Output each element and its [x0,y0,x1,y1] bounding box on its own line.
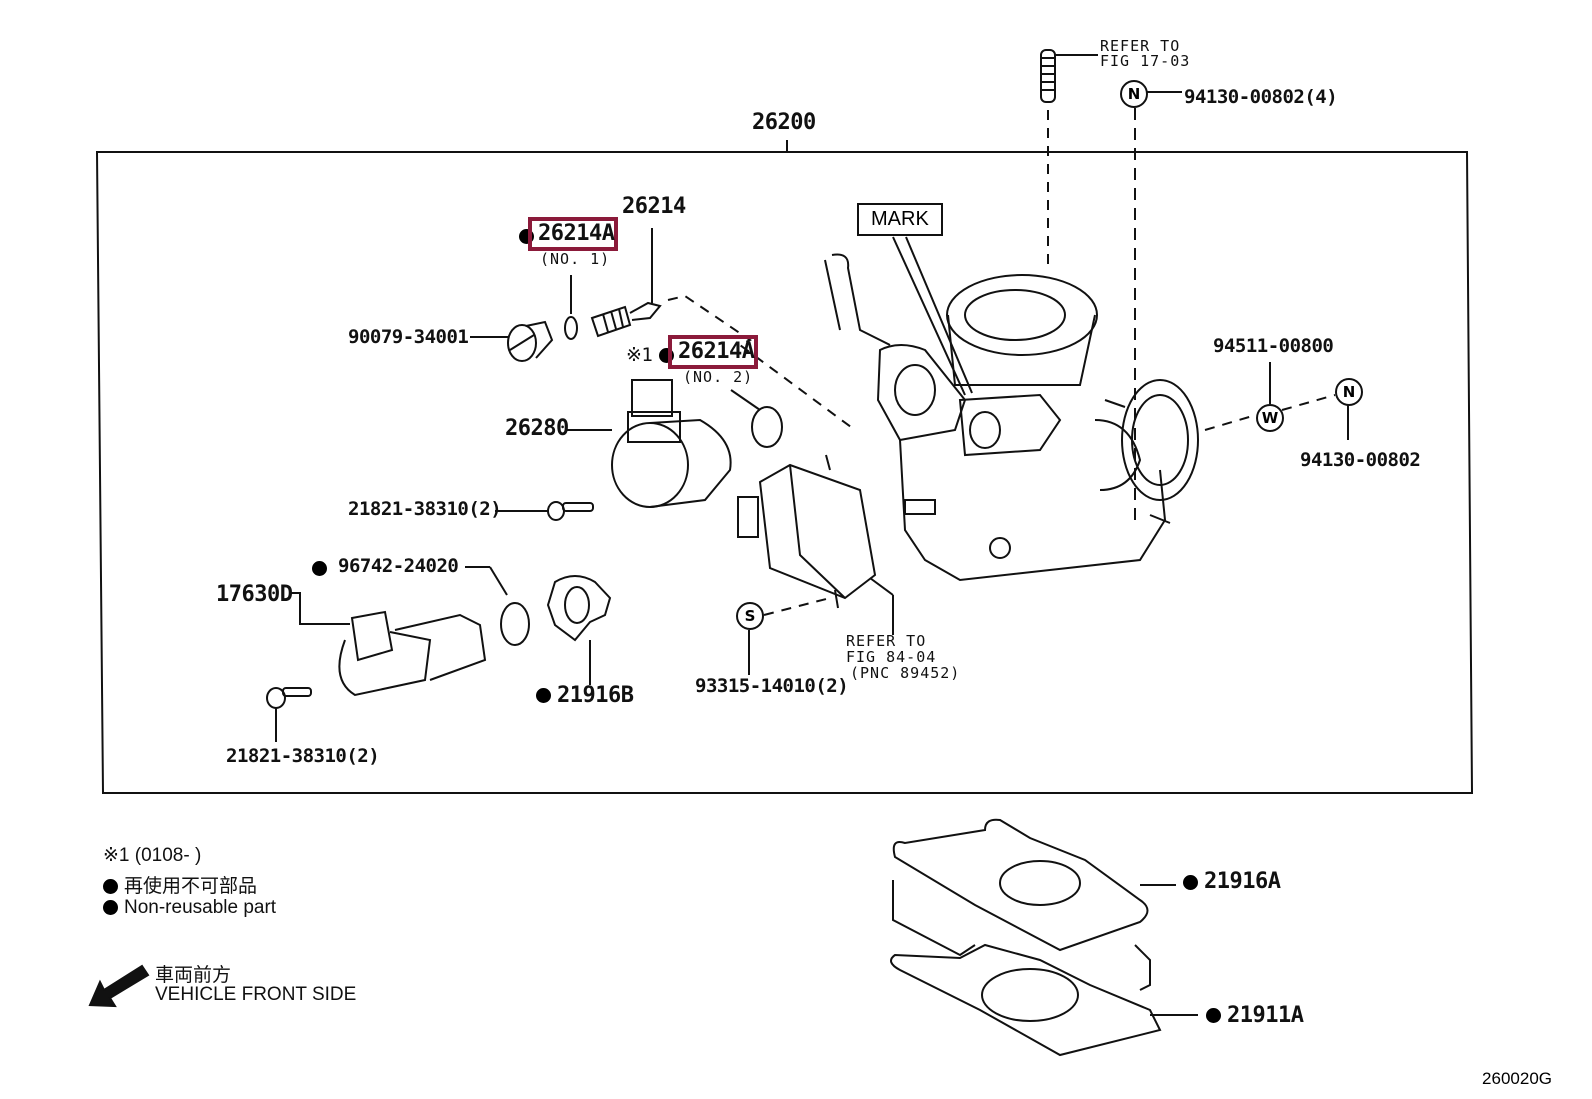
legend-nonreusable-jp-text: 再使用不可部品 [124,876,258,897]
part-26214a-no1[interactable]: 26214A [538,221,615,246]
nut-symbol-icon: N [1120,80,1148,108]
highlight-26214a-no2 [668,335,758,369]
part-21911a[interactable]: 21911A [1227,1003,1304,1028]
adjust-screw-drawing [590,228,662,338]
refer-fig-84-pnc: (PNC 89452) [850,664,961,682]
part-26214a-no1-sub: (NO. 1) [540,250,611,268]
non-reusable-dot-icon [536,688,551,703]
mark-leader-2 [905,236,973,394]
legend-note-1: ※1 (0108- ) [103,845,202,866]
o-ring-no2 [751,406,783,448]
assembly-part-number[interactable]: 26200 [752,110,816,135]
legend-front-jp: 車両前方 [155,965,232,986]
part-94511-00800[interactable]: 94511-00800 [1213,335,1334,357]
gasket-21916b-drawing [546,575,612,685]
refer-fig-17-link[interactable]: FIG 17-03 [1100,52,1191,70]
screw-symbol-icon: S [736,602,764,630]
non-reusable-dot-icon [103,900,118,916]
refer-fig-17-line1: REFER TO [1100,37,1181,55]
part-94130-00802-4[interactable]: 94130-00802(4) [1184,86,1338,108]
mark-leader-1 [892,236,966,396]
gasket-21916a-drawing [892,818,1176,952]
part-90079-34001[interactable]: 90079-34001 [348,326,469,348]
part-17630d[interactable]: 17630D [216,582,293,607]
mark-label: MARK [857,203,943,236]
screw-drawing [470,320,554,362]
bolt-drawing-lower [266,687,312,742]
nut-symbol-icon: N [1335,378,1363,406]
assembly-frame [95,151,1474,794]
part-26280[interactable]: 26280 [505,416,569,441]
part-21916b[interactable]: 21916B [557,683,634,708]
legend-nonreusable-jp: 再使用不可部品 [103,871,257,898]
washer-symbol-icon: W [1256,404,1284,432]
air-valve-assembly-drawing [290,566,508,697]
part-93315-14010-2[interactable]: 93315-14010(2) [695,675,849,697]
note-ref-1: ※1 [626,344,653,366]
part-26214a-no2-sub: (NO. 2) [683,368,754,386]
legend-front-en: VEHICLE FRONT SIDE [155,984,357,1005]
figure-id: 260020G [1482,1069,1552,1088]
legend-nonreusable-en: Non-reusable part [103,897,276,919]
o-ring-96742 [500,602,530,646]
non-reusable-dot-icon [103,879,118,895]
throttle-body-drawing [824,253,1199,582]
part-21916a[interactable]: 21916A [1204,869,1281,894]
o-ring-small [564,316,578,340]
idle-speed-control-valve-drawing [567,379,732,508]
spacer-drawing [892,880,1151,991]
highlight-26214a-no1 [528,217,618,251]
stud-bolt-drawing [1040,49,1098,270]
part-96742-24020[interactable]: 96742-24020 [338,555,459,577]
part-26214a-no2[interactable]: 26214A [678,339,755,364]
part-21821-38310-lower[interactable]: 21821-38310(2) [226,745,380,767]
gasket-21911a-drawing [890,943,1198,1057]
non-reusable-dot-icon [1183,875,1198,890]
part-94130-00802[interactable]: 94130-00802 [1300,449,1421,471]
sensor-module-drawing [737,454,894,675]
non-reusable-dot-icon [312,561,327,576]
part-21821-38310-upper[interactable]: 21821-38310(2) [348,498,502,520]
part-26214[interactable]: 26214 [622,194,686,219]
bolt-drawing-upper [495,501,594,521]
legend-nonreusable-en-text: Non-reusable part [124,897,277,918]
non-reusable-dot-icon [1206,1008,1221,1023]
refer-fig-84-link[interactable]: FIG 84-04 [846,648,937,666]
vehicle-front-arrow-icon [88,964,150,1008]
refer-fig-84-line1: REFER TO [846,632,927,650]
